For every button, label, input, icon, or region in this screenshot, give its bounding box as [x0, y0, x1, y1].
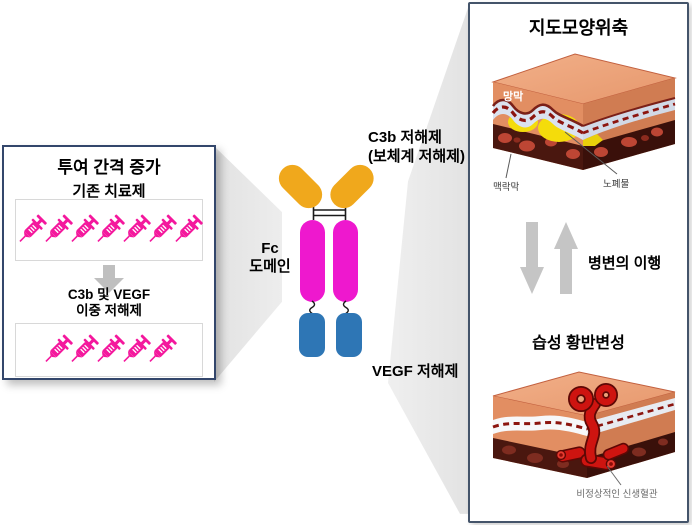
dosing-panel-title: 투여 간격 증가 — [57, 158, 161, 177]
fc-label-line2: 도메인 — [249, 258, 291, 275]
c3b-inhibitor-label: C3b 저해제 (보체계 저해제) — [368, 128, 465, 166]
syringe-icon — [144, 333, 178, 367]
fab-arm-left — [278, 164, 323, 209]
vegf-inhibitor-label: VEGF 저해제 — [372, 363, 459, 380]
down-arrow-icon — [520, 222, 544, 294]
drusen-label: 노폐물 — [603, 178, 629, 190]
bispecific-antibody-diagram — [278, 164, 374, 357]
zoom-beam-right — [388, 8, 468, 514]
fc-domain-label: Fc 도메인 — [238, 240, 302, 276]
dual-inhibitor-line2: 이중 저해제 — [76, 302, 142, 318]
dual-syringe-row — [16, 324, 202, 376]
transition-arrows — [520, 222, 578, 294]
retina-label: 망막 — [503, 89, 523, 103]
geographic-atrophy-illustration: 망막 맥락막 노폐물 — [491, 53, 677, 193]
fc-domain-right — [333, 220, 358, 302]
neovessel-label: 비정상적인 신생혈관 — [576, 488, 658, 500]
syringe-icon — [170, 213, 204, 247]
disease-panel: 지도모양위축 — [468, 2, 689, 523]
fab-arm-right — [330, 164, 374, 209]
vegf-domain-right — [336, 313, 362, 357]
existing-syringe-row — [14, 200, 204, 260]
choroid-label: 맥락막 — [493, 181, 519, 193]
existing-therapy-box — [14, 199, 204, 261]
fc-domain-left — [300, 220, 325, 302]
c3b-label-line1: C3b 저해제 — [368, 129, 442, 146]
dual-inhibitor-line1: C3b 및 VEGF — [67, 287, 151, 302]
dual-inhibitor-box — [15, 323, 203, 377]
existing-therapy-label: 기존 치료제 — [72, 183, 146, 200]
c3b-label-line2: (보체계 저해제) — [368, 148, 465, 165]
geographic-atrophy-title: 지도모양위축 — [528, 18, 629, 38]
wet-amd-title: 습성 황반변성 — [532, 335, 625, 352]
dosing-interval-panel: 투여 간격 증가 기존 치료제 — [2, 145, 216, 380]
wet-amd-illustration: 비정상적인 신생혈관 — [492, 371, 676, 500]
neovessel-cluster — [555, 383, 630, 471]
vegf-domain-left — [299, 313, 325, 357]
linker-squiggles — [309, 300, 349, 315]
fc-label-line1: Fc — [261, 240, 279, 257]
down-arrow-icon — [94, 265, 124, 298]
up-arrow-icon — [554, 222, 578, 294]
lesion-transition-label: 병변의 이행 — [588, 255, 662, 272]
dual-inhibitor-label: C3b 및 VEGF 이중 저해제 — [4, 287, 214, 318]
